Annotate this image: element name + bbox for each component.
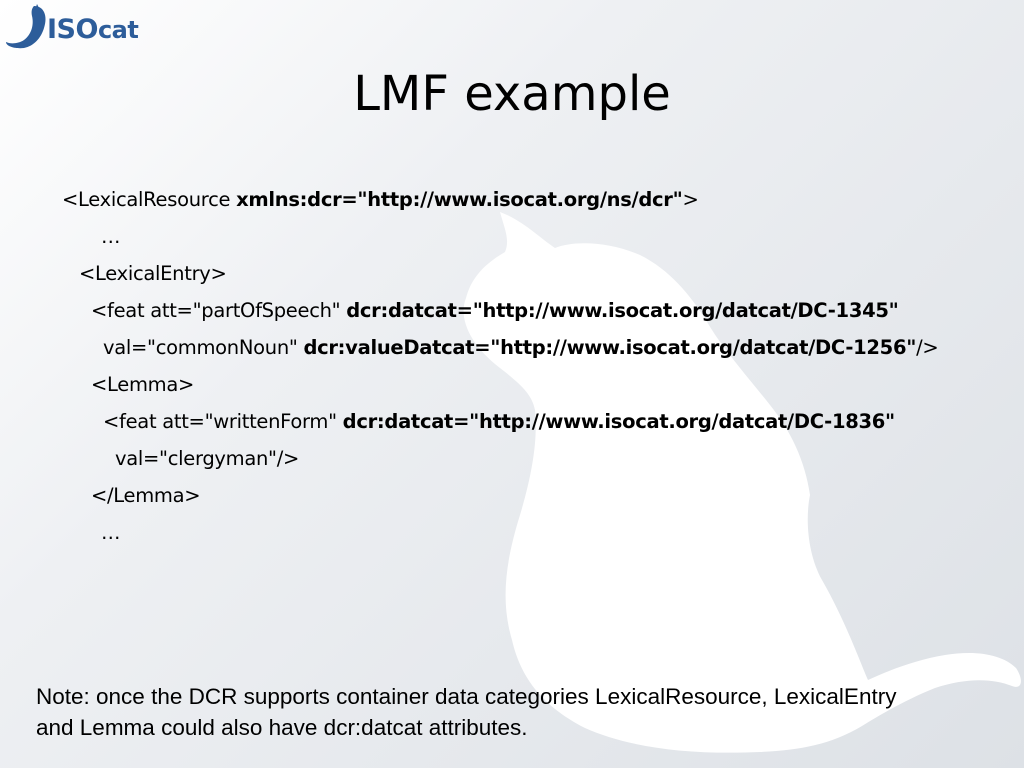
code-segment: <Lemma> (91, 373, 195, 396)
code-line: <LexicalResource xmlns:dcr="http://www.i… (62, 188, 699, 212)
code-segment: <LexicalEntry> (79, 262, 227, 285)
logo-iso-text: ISO (47, 14, 98, 45)
code-segment-bold: dcr:datcat="http://www.isocat.org/datcat… (346, 299, 899, 322)
code-segment-bold: xmlns:dcr="http://www.isocat.org/ns/dcr" (236, 188, 683, 211)
code-segment: > (682, 188, 699, 211)
code-line: … (101, 521, 121, 545)
code-line: … (101, 225, 121, 249)
logo-cat-text: cat (97, 16, 139, 44)
logo-text: ISOcat (47, 14, 139, 45)
code-segment: <feat att="partOfSpeech" (91, 299, 347, 322)
code-segment: <feat att="writtenForm" (103, 410, 343, 433)
code-segment: val="clergyman"/> (115, 447, 300, 470)
code-segment: </Lemma> (91, 484, 201, 507)
code-line: <Lemma> (91, 373, 194, 397)
code-line: <LexicalEntry> (79, 262, 227, 286)
code-segment-bold: dcr:datcat="http://www.isocat.org/datcat… (342, 410, 896, 433)
note-text: Note: once the DCR supports container da… (36, 684, 897, 740)
code-line: val="commonNoun" dcr:valueDatcat="http:/… (103, 336, 939, 360)
cat-logo-icon (6, 4, 46, 49)
code-segment: val="commonNoun" (103, 336, 304, 359)
code-line: <feat att="partOfSpeech" dcr:datcat="htt… (91, 299, 899, 323)
code-segment: <LexicalResource (62, 188, 237, 211)
code-segment-bold: dcr:valueDatcat="http://www.isocat.org/d… (303, 336, 917, 359)
slide-title: LMF example (353, 66, 671, 122)
code-segment: … (101, 225, 121, 248)
code-segment: /> (916, 336, 939, 359)
code-line: <feat att="writtenForm" dcr:datcat="http… (103, 410, 895, 434)
code-segment: … (101, 521, 121, 544)
isocat-logo: ISOcat (4, 2, 144, 54)
code-line: val="clergyman"/> (115, 447, 299, 471)
code-line: </Lemma> (91, 484, 201, 508)
